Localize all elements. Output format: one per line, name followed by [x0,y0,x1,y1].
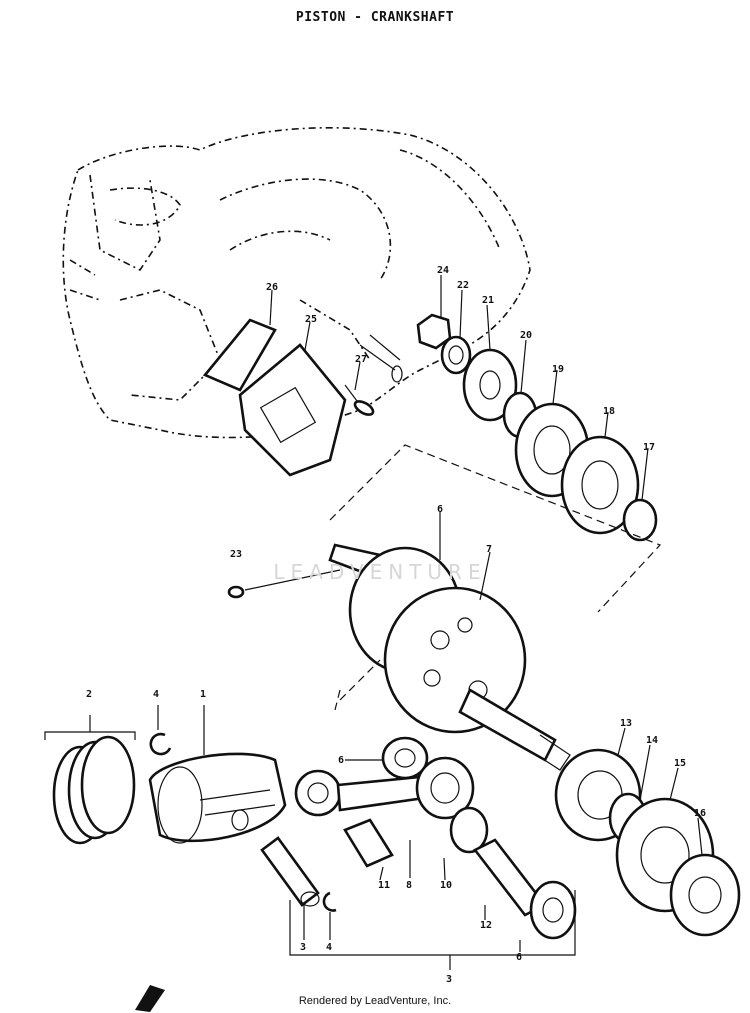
callout-27: 27 [355,354,367,365]
piston-rings [44,715,136,845]
callout-22: 22 [457,280,469,291]
callout-4-bottom: 4 [326,942,332,953]
part-callouts: 24 22 21 20 19 18 17 26 25 27 6 7 23 2 4… [86,265,706,985]
callout-23: 24 [437,265,449,276]
callout-18: 18 [603,406,615,417]
assembly-bracket-bottom [289,890,576,970]
callout-6-bottom: 6 [516,952,522,963]
callout-14: 14 [646,735,658,746]
leader-lines [269,275,703,952]
footer-credit: Rendered by LeadVenture, Inc. [298,995,452,1007]
callout-10: 10 [440,880,452,891]
callout-24: 23 [230,549,242,560]
reed-valve-housing [202,318,403,477]
callout-2: 2 [86,689,92,700]
crankcase-outline [62,126,531,439]
primary-gear-stack [416,313,658,542]
connecting-rod [294,736,475,820]
callout-12: 12 [480,920,492,931]
watermark: LEADVENTURE [273,560,487,584]
piston-pin [260,836,337,940]
circlip-top [149,705,172,756]
callout-20: 20 [520,330,532,341]
callout-7: 7 [486,544,492,555]
callout-26: 26 [266,282,278,293]
callout-3-pin: 3 [300,942,306,953]
callout-15: 15 [674,758,686,769]
callout-17: 17 [643,442,655,453]
callout-25: 25 [305,314,317,325]
bolt-27 [344,384,375,416]
crank-bearing-stack [554,748,741,937]
callout-3: 3 [446,974,452,985]
needle-bearings [343,806,489,868]
callout-6-top: 6 [437,504,443,515]
piston [148,705,287,844]
callout-4-top: 4 [153,689,159,700]
callout-9: 8 [406,880,412,891]
assembly-bracket-right [329,444,662,711]
callout-21: 21 [482,295,494,306]
diagram-title: PISTON - CRANKSHAFT [295,10,455,25]
plug-24 [227,569,341,599]
callout-16: 16 [694,808,706,819]
callout-1: 1 [200,689,206,700]
callout-19: 19 [552,364,564,375]
corner-mark-icon [135,985,165,1012]
crankshaft-assembly [328,543,571,771]
callout-13: 13 [620,718,632,729]
callout-11: 11 [378,880,390,891]
callout-6-rod: 6 [338,755,344,766]
